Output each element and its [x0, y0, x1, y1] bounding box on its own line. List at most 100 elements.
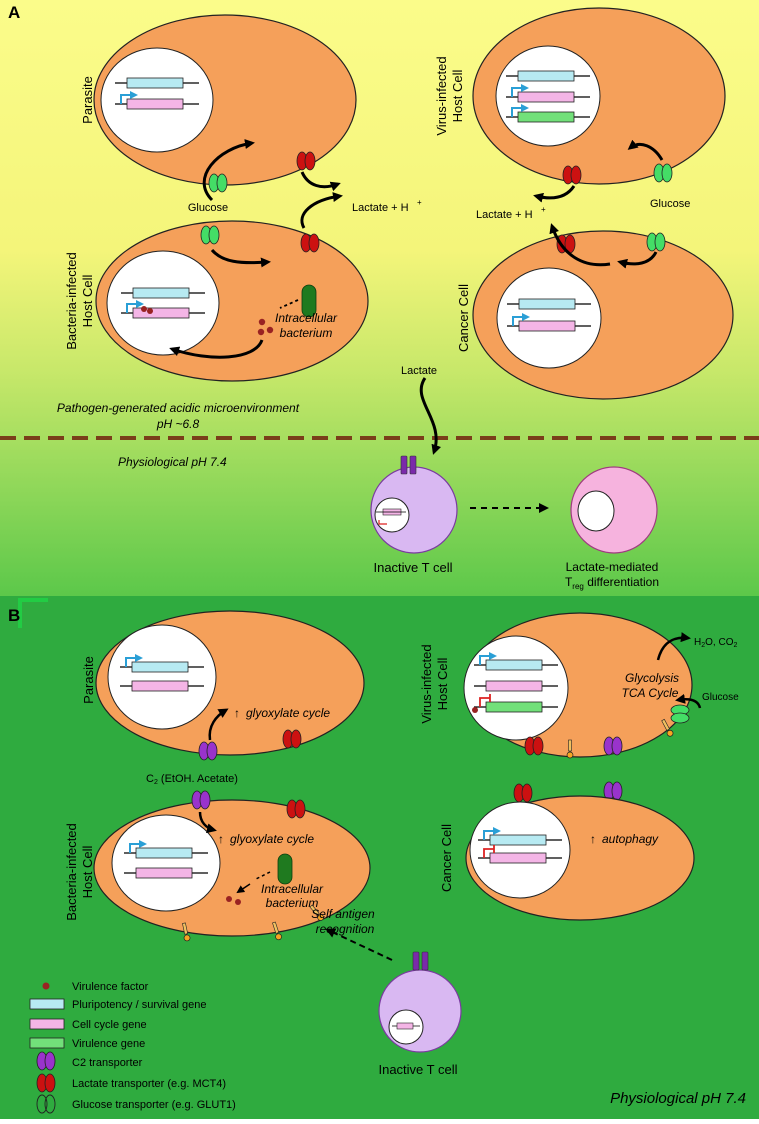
legend-virulence-gene-icon — [29, 1037, 65, 1049]
b-up-arrow-top: ↑ — [234, 706, 240, 720]
b-self-antigen-arrow — [325, 928, 393, 961]
legend: Virulence factor Pluripotency / survival… — [29, 981, 236, 1114]
a-glucose-left: Glucose — [188, 202, 228, 214]
legend-pluripotency: Pluripotency / survival gene — [72, 999, 207, 1011]
legend-cell-cycle-icon — [29, 1018, 65, 1030]
a-virus-label-line2: Host Cell — [450, 70, 465, 123]
legend-virulence-factor: Virulence factor — [72, 981, 149, 993]
a-cancer-label: Cancer Cell — [456, 284, 471, 352]
lactate-transporter-icon — [562, 165, 582, 185]
b-autophagy: autophagy — [602, 832, 659, 846]
legend-c2-transporter: C2 transporter — [72, 1057, 143, 1069]
legend-c2-transporter-icon — [36, 1051, 56, 1071]
a-bacteria-label-line1: Bacteria-infected — [64, 252, 79, 350]
a-bacteria-glucose-arrow — [210, 248, 271, 268]
legend-pluripotency-icon — [29, 998, 65, 1010]
c2-transporter-icon — [603, 736, 623, 756]
b-virus-infected-cell — [463, 612, 693, 758]
panel-b-letter: B — [8, 606, 20, 625]
a-virus-label-line1: Virus-infected — [434, 56, 449, 135]
b-inactive-t-cell — [378, 951, 462, 1053]
b-intracellular-line2: bacterium — [266, 896, 319, 910]
a-lactate-label: Lactate — [401, 365, 437, 377]
b-cancer-label: Cancer Cell — [439, 824, 454, 892]
legend-virulence-factor-icon — [42, 982, 50, 990]
b-tca-cycle: TCA Cycle — [622, 686, 679, 700]
legend-glucose-transporter-icon — [36, 1094, 56, 1114]
a-plus-left: + — [417, 198, 422, 207]
a-virus-glucose-arrow — [627, 139, 664, 161]
b-self-antigen-line2: recognition — [316, 922, 375, 936]
b-bacteria-infected-cell — [93, 799, 371, 937]
a-lactate-h-left: Lactate + H — [352, 202, 409, 214]
lactate-transporter-icon — [513, 783, 533, 803]
b-glycolysis: Glycolysis — [625, 671, 679, 685]
tcr-receptor-icon — [412, 951, 420, 971]
lactate-transporter-icon — [524, 736, 544, 756]
b-glucose-in-arrow — [675, 693, 702, 709]
virulence-factor-icon — [147, 308, 153, 314]
a-inactive-t-cell — [370, 455, 458, 554]
a-bacteria-infected-cell — [95, 220, 369, 382]
lactate-transporter-icon — [296, 151, 316, 171]
a-glucose-right: Glucose — [650, 198, 690, 210]
b-glucose-transporter-icon — [670, 704, 690, 724]
a-lactate-mediated-label: Lactate-mediated — [566, 560, 659, 574]
a-acidic-line2: pH ~6.8 — [156, 417, 200, 431]
a-parasite-glucose-arrow — [202, 139, 255, 202]
a-lactate-to-tcell-arrow — [419, 377, 441, 455]
glucose-transporter-icon — [653, 163, 673, 183]
legend-virulence-gene: Virulence gene — [72, 1038, 145, 1050]
a-plus-right: + — [541, 205, 546, 214]
a-parasite-cell — [93, 14, 357, 186]
intracellular-bacterium-icon — [301, 284, 317, 318]
b-parasite-label: Parasite — [81, 656, 96, 704]
a-parasite-label: Parasite — [80, 76, 95, 124]
b-bacteria-label-line1: Bacteria-infected — [64, 823, 79, 921]
c2-transporter-icon — [191, 790, 211, 810]
a-intracellular-line2: bacterium — [280, 326, 333, 340]
virulence-factor-icon — [472, 707, 478, 713]
b-glucose-label: Glucose — [702, 692, 739, 703]
b-intracellular-line1: Intracellular — [261, 882, 324, 896]
panel-a-letter: A — [8, 3, 20, 22]
a-bacteria-lactate-arrow — [300, 192, 343, 229]
lactate-transporter-icon — [282, 729, 302, 749]
b-glyoxylate-top: glyoxylate cycle — [246, 706, 330, 720]
a-virus-lactate-arrow — [533, 185, 576, 203]
lactate-transporter-icon — [300, 233, 320, 253]
a-inactive-t-cell-label: Inactive T cell — [373, 560, 452, 575]
b-self-antigen-line1: Self antigen — [311, 907, 375, 921]
virulence-factor-icon — [141, 306, 147, 312]
a-parasite-lactate-arrow — [300, 171, 341, 192]
legend-cell-cycle: Cell cycle gene — [72, 1019, 147, 1031]
a-acidic-line1: Pathogen-generated acidic microenvironme… — [57, 401, 300, 415]
b-cancer-cell — [465, 795, 695, 921]
b-bacteria-label-line2: Host Cell — [80, 846, 95, 899]
a-treg-cell — [570, 466, 658, 554]
legend-glucose-transporter: Glucose transporter (e.g. GLUT1) — [72, 1099, 236, 1111]
b-bacteria-c2-arrow — [198, 811, 217, 834]
b-c2-label: C2 (EtOH. Acetate) — [146, 773, 238, 786]
a-bacteria-label-line2: Host Cell — [80, 275, 95, 328]
lactate-transporter-icon — [286, 799, 306, 819]
a-lactate-h-right: Lactate + H — [476, 209, 533, 221]
b-inactive-t-cell-label: Inactive T cell — [378, 1062, 457, 1077]
a-physiological-ph: Physiological pH 7.4 — [118, 455, 227, 469]
b-parasite-cell — [95, 610, 365, 756]
b-virus-label-line2: Host Cell — [435, 658, 450, 711]
b-parasite-c2-arrow — [208, 708, 229, 741]
a-cancer-lactate-arrow — [549, 223, 611, 267]
a-cancer-glucose-arrow — [617, 251, 658, 269]
a-virus-infected-cell — [472, 7, 726, 185]
a-intracellular-line1: Intracellular — [275, 311, 338, 325]
b-virus-label-line1: Virus-infected — [419, 644, 434, 723]
c2-transporter-icon — [198, 741, 218, 761]
a-treg-label: Treg differentiation — [565, 575, 659, 591]
glucose-transporter-icon — [646, 232, 666, 252]
b-physiological-ph: Physiological pH 7.4 — [610, 1090, 746, 1107]
glucose-transporter-icon — [208, 173, 228, 193]
b-up-arrow-bottom: ↑ — [218, 832, 224, 846]
